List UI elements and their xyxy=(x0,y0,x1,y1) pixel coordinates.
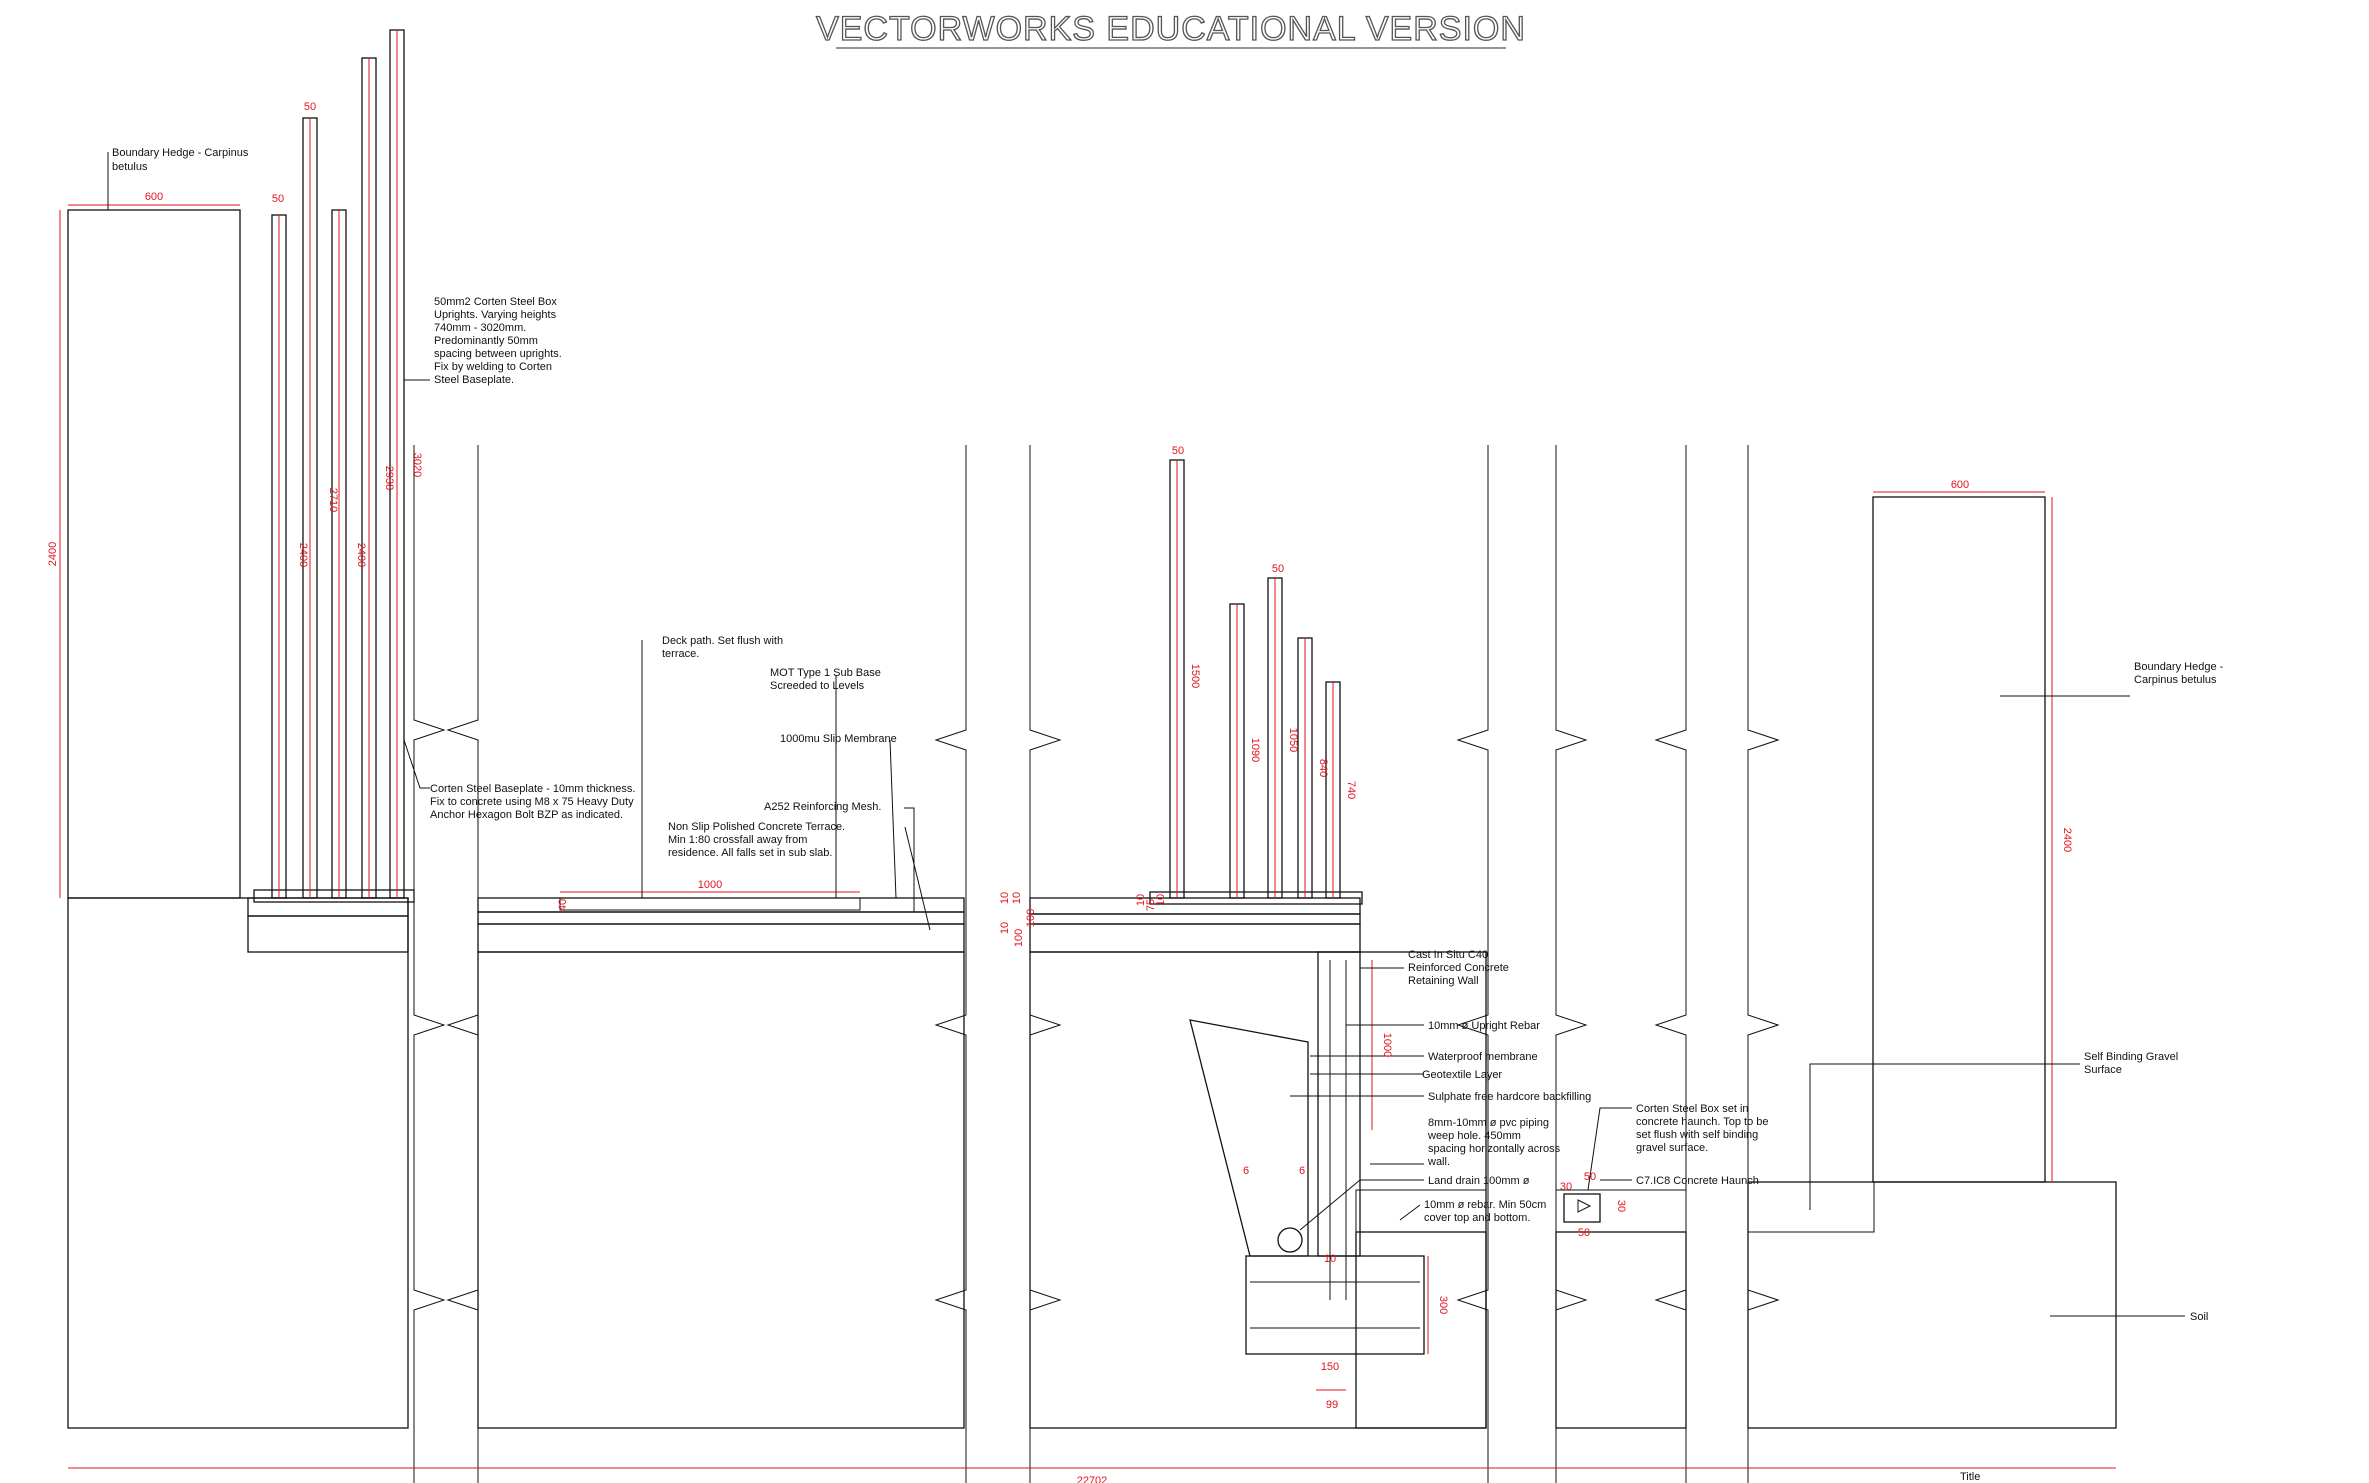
svg-text:10: 10 xyxy=(1324,1253,1336,1265)
svg-text:50: 50 xyxy=(1578,1227,1590,1239)
svg-text:2938: 2938 xyxy=(383,466,395,490)
title-block: Title xyxy=(1960,1471,1980,1483)
svg-text:2400: 2400 xyxy=(2061,828,2073,852)
soil-blocks xyxy=(67,897,2117,1429)
svg-text:600: 600 xyxy=(1951,479,1969,491)
break-lines xyxy=(413,445,1780,1483)
svg-text:150: 150 xyxy=(1321,1361,1339,1373)
svg-text:840: 840 xyxy=(1317,759,1329,777)
label-geotextile: Geotextile Layer xyxy=(1422,1069,1502,1081)
gravel-surface xyxy=(1747,1181,1875,1233)
label-land-drain: Land drain 100mm ø xyxy=(1428,1175,1530,1187)
svg-text:10: 10 xyxy=(1155,894,1167,906)
svg-text:40: 40 xyxy=(557,899,569,911)
terrace-right xyxy=(1029,897,1361,953)
label-haunch: C7.IC8 Concrete Haunch xyxy=(1636,1175,1759,1187)
label-baseplate: Corten Steel Baseplate - 10mm thickness.… xyxy=(430,783,635,821)
svg-text:100: 100 xyxy=(1025,909,1037,927)
retaining-wall xyxy=(1189,951,1425,1355)
label-soil: Soil xyxy=(2190,1311,2208,1323)
label-terrace: Non Slip Polished Concrete Terrace.Min 1… xyxy=(668,821,845,859)
svg-text:2400: 2400 xyxy=(47,542,59,566)
label-sulphate: Sulphate free hardcore backfilling xyxy=(1428,1091,1591,1103)
dimension-lines xyxy=(59,30,2116,1469)
svg-text:50: 50 xyxy=(1272,563,1284,575)
watermark-title: VECTORWORKS EDUCATIONAL VERSION xyxy=(816,10,1526,48)
label-slip: 1000mu Slip Membrane xyxy=(780,733,897,745)
svg-text:10: 10 xyxy=(999,922,1011,934)
dimension-text: 600 2400 50 50 2400 2710 2400 2938 3020 … xyxy=(47,101,2073,1483)
leader-lines xyxy=(107,152,2185,1317)
svg-text:1050: 1050 xyxy=(1287,728,1299,752)
svg-text:1000: 1000 xyxy=(1381,1033,1393,1057)
svg-text:99: 99 xyxy=(1326,1399,1338,1411)
svg-text:10: 10 xyxy=(1011,892,1023,904)
svg-text:2710: 2710 xyxy=(327,488,339,512)
svg-text:1090: 1090 xyxy=(1249,738,1261,762)
label-mesh: A252 Reinforcing Mesh. xyxy=(764,801,881,813)
overall-dimension: 22702 xyxy=(1077,1475,1108,1483)
svg-text:10: 10 xyxy=(1135,894,1147,906)
svg-text:75: 75 xyxy=(1145,899,1157,911)
svg-text:10: 10 xyxy=(999,892,1011,904)
svg-text:30: 30 xyxy=(1615,1200,1627,1212)
label-rebar-upright: 10mm ø Upright Rebar xyxy=(1428,1020,1540,1032)
uprights-right xyxy=(1149,459,1363,905)
label-waterproof: Waterproof membrane xyxy=(1428,1051,1538,1063)
svg-text:1500: 1500 xyxy=(1189,664,1201,688)
svg-text:50: 50 xyxy=(272,193,284,205)
svg-text:1000: 1000 xyxy=(698,879,722,891)
svg-text:6: 6 xyxy=(1299,1165,1305,1177)
svg-text:740: 740 xyxy=(1345,781,1357,799)
terrace-left xyxy=(247,897,965,953)
hedge-left xyxy=(67,209,241,899)
svg-text:600: 600 xyxy=(145,191,163,203)
corten-box xyxy=(1563,1193,1601,1223)
svg-text:6: 6 xyxy=(1243,1165,1249,1177)
svg-text:100: 100 xyxy=(1013,929,1025,947)
svg-text:50: 50 xyxy=(304,101,316,113)
label-hedge-right: Boundary Hedge -Carpinus betulus xyxy=(2134,661,2224,686)
svg-text:50: 50 xyxy=(1172,445,1184,457)
svg-text:3020: 3020 xyxy=(411,453,423,477)
svg-text:300: 300 xyxy=(1437,1296,1449,1314)
svg-text:2400: 2400 xyxy=(297,543,309,567)
svg-text:2400: 2400 xyxy=(355,543,367,567)
svg-text:30: 30 xyxy=(1560,1181,1572,1193)
svg-text:50: 50 xyxy=(1584,1171,1596,1183)
hedge-right xyxy=(1872,496,2046,1183)
